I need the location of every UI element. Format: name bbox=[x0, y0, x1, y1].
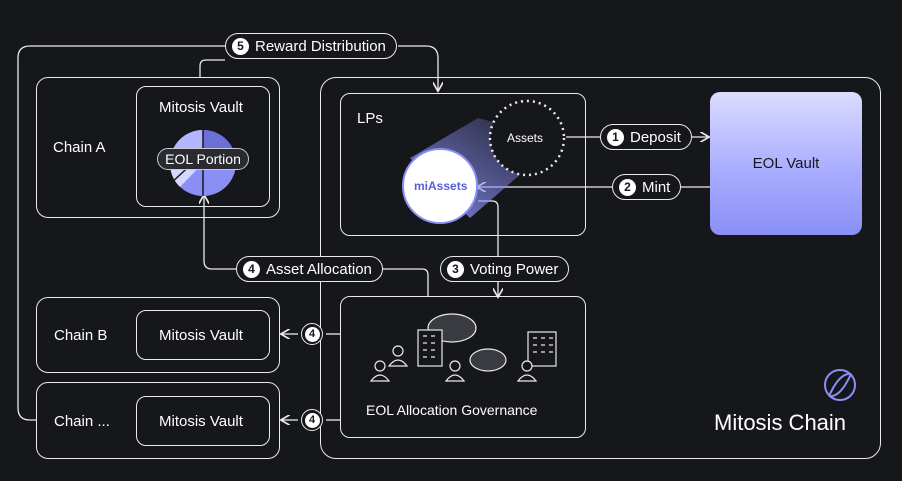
chain-b-vault-label: Mitosis Vault bbox=[159, 327, 243, 344]
voting-power-pill: 3 Voting Power bbox=[440, 256, 570, 282]
voting-line bbox=[478, 200, 499, 256]
person-icon-1 bbox=[369, 360, 391, 382]
person-icon-3 bbox=[444, 360, 466, 382]
chain-a-vault-label: Mitosis Vault bbox=[159, 99, 243, 116]
chain-a-box bbox=[36, 77, 280, 218]
allocation-line bbox=[380, 268, 429, 296]
mitosis-chain-title: Mitosis Chain bbox=[714, 410, 847, 435]
miassets-label: miAssets bbox=[414, 179, 468, 193]
reward-arrow bbox=[398, 45, 438, 90]
building-right-icon bbox=[527, 331, 557, 367]
reward-distribution-pill: 5 Reward Distribution bbox=[225, 33, 397, 59]
step-4-chain-b-badge: 4 bbox=[301, 323, 323, 345]
person-icon-2 bbox=[387, 345, 409, 367]
chain-c-vault-label: Mitosis Vault bbox=[159, 413, 243, 430]
reward-line bbox=[17, 45, 225, 421]
asset-allocation-label: Asset Allocation bbox=[266, 260, 372, 278]
chain-a-vault-box bbox=[136, 86, 270, 207]
assets-circle bbox=[488, 99, 566, 177]
lps-label: LPs bbox=[357, 110, 383, 127]
step-4-chain-c-badge: 4 bbox=[301, 409, 323, 431]
governance-label: EOL Allocation Governance bbox=[366, 402, 538, 418]
chain-b-box bbox=[36, 297, 280, 373]
chain-b-vault-box bbox=[136, 310, 270, 360]
chain-b-label: Chain B bbox=[54, 327, 108, 344]
person-icon-4 bbox=[516, 360, 538, 382]
eol-vault-label: EOL Vault bbox=[752, 155, 820, 172]
governance-illustration bbox=[369, 313, 557, 382]
step-2-badge: 2 bbox=[619, 178, 636, 196]
voting-power-label: Voting Power bbox=[470, 260, 559, 278]
miassets-circle bbox=[402, 148, 478, 224]
building-left-icon bbox=[417, 329, 443, 367]
mint-pill: 2 Mint bbox=[612, 174, 682, 200]
step-4-chain-b-number: 4 bbox=[304, 326, 320, 342]
deposit-pill: 1 Deposit bbox=[600, 124, 692, 150]
eol-portion-label: EOL Portion bbox=[157, 148, 249, 170]
chain-c-label: Chain ... bbox=[54, 413, 110, 430]
mitosis-logo-icon bbox=[824, 369, 856, 401]
chain-c-box bbox=[36, 382, 280, 459]
speech-bubble-small bbox=[469, 348, 507, 372]
mint-label: Mint bbox=[642, 178, 671, 196]
reward-distribution-label: Reward Distribution bbox=[255, 37, 386, 55]
chain-c-vault-box bbox=[136, 396, 270, 446]
lps-box bbox=[340, 93, 586, 236]
step-3-badge: 3 bbox=[447, 260, 464, 278]
governance-box bbox=[340, 296, 586, 438]
deposit-label: Deposit bbox=[630, 128, 681, 146]
step-4-chain-c-number: 4 bbox=[304, 412, 320, 428]
assets-label: Assets bbox=[507, 131, 544, 145]
asset-allocation-pill: 4 Asset Allocation bbox=[236, 256, 383, 282]
step-5-badge: 5 bbox=[232, 37, 249, 55]
reward-line-chain-a bbox=[199, 59, 225, 77]
eol-vault-box: EOL Vault bbox=[710, 92, 862, 235]
step-4-badge: 4 bbox=[243, 260, 260, 278]
step-1-badge: 1 bbox=[607, 128, 624, 146]
chain-a-label: Chain A bbox=[53, 139, 106, 156]
allocation-arrow bbox=[204, 196, 236, 270]
